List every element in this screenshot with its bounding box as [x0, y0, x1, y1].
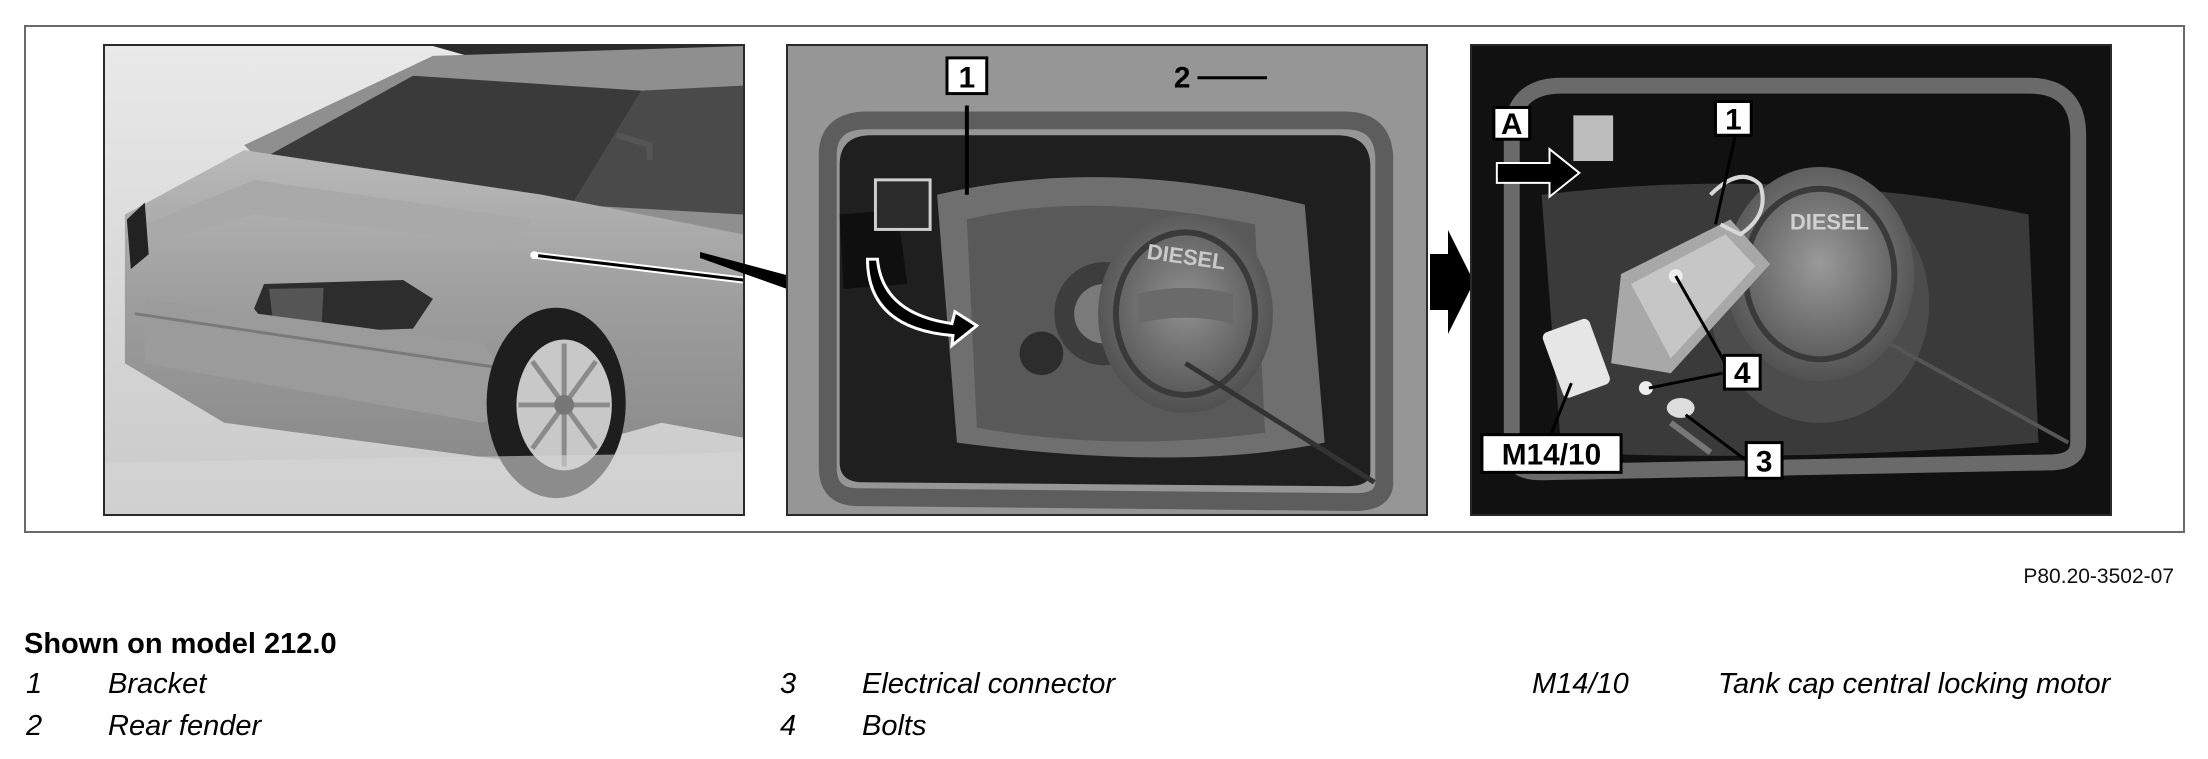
fuel-flap-illustration: DIESEL 1 2: [788, 46, 1426, 514]
legend-description: Tank cap central locking motor: [1718, 668, 2111, 700]
sequence-arrow: [1430, 230, 1474, 334]
legend-description: Rear fender: [108, 710, 262, 742]
car-rear-photo: [103, 44, 745, 516]
pointer-wedge: [700, 252, 790, 290]
legend-number: 2: [26, 710, 43, 742]
legend-description: Bracket: [108, 668, 207, 700]
callout-a: A: [1501, 108, 1523, 141]
callout-2: 2: [1174, 62, 1191, 95]
caption-title: Shown on model 212.0: [24, 628, 337, 660]
callout-3: 3: [1756, 445, 1773, 478]
car-illustration: [105, 46, 743, 514]
figure-id: P80.20-3502-07: [2023, 565, 2174, 588]
legend-description: Electrical connector: [862, 668, 1116, 700]
legend-number: 4: [780, 710, 797, 742]
callout-1: 1: [959, 62, 976, 95]
cap-text-2: DIESEL: [1790, 209, 1869, 234]
fuel-flap-photo: DIESEL 1 2: [786, 44, 1428, 516]
callout-4: 4: [1734, 357, 1751, 390]
legend-number: 3: [780, 668, 797, 700]
legend-number: M14/10: [1532, 668, 1629, 700]
callout-1b: 1: [1725, 103, 1742, 136]
legend-number: 1: [26, 668, 43, 700]
removed-bracket-illustration: DIESEL A 1 4 M14/10 3: [1472, 46, 2110, 514]
callout-m1410: M14/10: [1502, 438, 1601, 471]
legend-description: Bolts: [862, 710, 927, 742]
removed-bracket-photo: DIESEL A 1 4 M14/10 3: [1470, 44, 2112, 516]
